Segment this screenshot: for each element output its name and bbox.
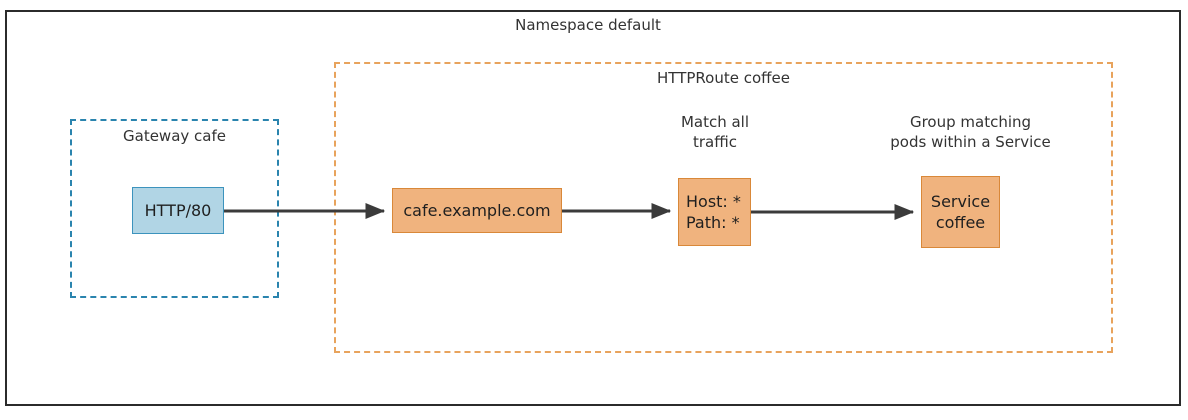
node-hostname-label: cafe.example.com (403, 201, 551, 220)
httproute-label: HTTPRoute coffee (657, 69, 790, 87)
httproute-container (334, 62, 1113, 353)
node-route-match[interactable]: Host: * Path: * (678, 178, 751, 246)
node-gateway-listener-label: HTTP/80 (144, 201, 212, 220)
node-backend-service[interactable]: Service coffee (921, 176, 1000, 248)
node-route-match-label: Host: * Path: * (686, 192, 741, 232)
node-gateway-listener[interactable]: HTTP/80 (132, 187, 224, 234)
node-hostname[interactable]: cafe.example.com (392, 188, 562, 233)
gateway-label: Gateway cafe (123, 127, 226, 145)
namespace-label: Namespace default (515, 16, 661, 34)
node-backend-service-label: Service coffee (930, 192, 991, 232)
caption-group-matching-pods: Group matching pods within a Service (890, 113, 1051, 151)
gateway-container (70, 119, 279, 298)
caption-match-all-traffic: Match all traffic (680, 113, 750, 151)
